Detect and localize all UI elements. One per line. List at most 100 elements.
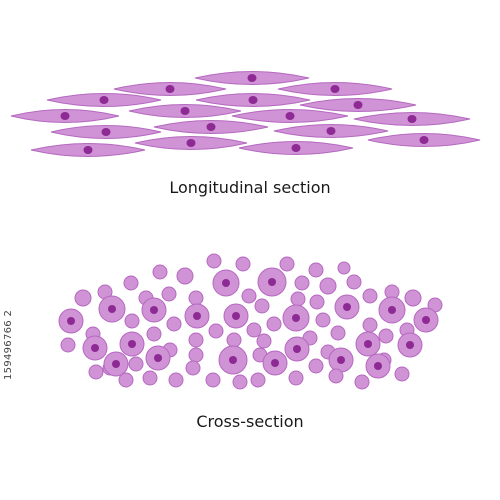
spindle-cell [10,109,120,123]
spindle-cell [46,93,162,107]
spindle-cell [238,141,354,155]
cell-nucleus [337,356,345,364]
cell-nucleus [108,305,116,313]
cell-nucleus [293,345,301,353]
spindle-cell [134,136,248,150]
cross-cell [168,372,184,388]
cross-cell [241,288,257,304]
cell-nucleus [419,136,429,144]
cross-cell [362,288,378,304]
spindle-cell [273,124,389,138]
cross-cell [128,356,144,372]
cross-cell [404,289,422,307]
cross-cell-with-nucleus [184,303,210,329]
cell-nucleus [60,112,70,120]
cross-cell-with-nucleus [355,331,381,357]
cross-cell [208,323,224,339]
cross-cell [288,370,304,386]
cell-nucleus [193,312,201,320]
cell-nucleus [271,359,279,367]
spindle-cell [367,133,481,147]
cross-cell [206,253,222,269]
cross-cell-with-nucleus [284,336,310,362]
longitudinal-section-label: Longitudinal section [169,178,331,197]
cross-cell [246,322,262,338]
cell-nucleus [364,340,372,348]
cross-cell [232,374,248,390]
spindle-cell [50,125,162,139]
cell-nucleus [206,123,216,131]
cross-cell [378,328,394,344]
cross-cell [315,312,331,328]
cross-cell [60,337,76,353]
spindle-cell [353,112,471,126]
spindle-cell [30,143,146,157]
spindle-cell [277,82,393,96]
cross-cell [337,261,351,275]
cross-cell [330,325,346,341]
cell-nucleus [112,360,120,368]
cross-cell-with-nucleus [378,296,406,324]
cell-nucleus [232,312,240,320]
cross-cell-with-nucleus [328,347,354,373]
cross-cell [354,374,370,390]
cross-cell [309,294,325,310]
cell-nucleus [292,314,300,322]
cell-nucleus [248,96,258,104]
cross-cell [346,274,362,290]
cell-nucleus [180,107,190,115]
cell-nucleus [101,128,111,136]
cell-nucleus [343,303,351,311]
cross-cell [161,286,177,302]
spindle-cell [128,104,242,118]
cell-nucleus [388,306,396,314]
spindle-cell [299,98,417,112]
cross-cell-with-nucleus [257,267,287,297]
cross-cell-with-nucleus [82,335,108,361]
cell-nucleus [99,96,109,104]
cross-cell [142,370,158,386]
longitudinal-section-cells [10,71,481,157]
cross-cell-with-nucleus [282,304,310,332]
spindle-cell [113,82,227,96]
spindle-cell [195,93,311,107]
cross-cell [176,267,194,285]
spindle-cell [194,71,310,85]
cell-nucleus [330,85,340,93]
cell-nucleus [91,344,99,352]
cross-cell [279,256,295,272]
cell-nucleus [422,316,430,324]
cross-cell-with-nucleus [119,331,145,357]
cross-cell-with-nucleus [413,307,439,333]
cell-nucleus [229,356,237,364]
cell-nucleus [165,85,175,93]
cross-cell-with-nucleus [365,353,391,379]
cell-nucleus [291,144,301,152]
cell-nucleus [407,115,417,123]
cross-cell [188,332,204,348]
cell-nucleus [268,278,276,286]
cell-nucleus [326,127,336,135]
cell-nucleus [150,306,158,314]
cross-cell [290,291,306,307]
cross-cell [294,275,310,291]
cross-cell [188,290,204,306]
cell-nucleus [154,354,162,362]
cross-cell [308,262,324,278]
cross-section-cells [58,253,443,390]
cross-cell [254,298,270,314]
cross-cell [308,358,324,374]
cross-cell [328,368,344,384]
cross-cell [226,332,242,348]
cell-nucleus [247,74,257,82]
cross-cell [185,360,201,376]
cross-cell [250,372,266,388]
cross-cell [152,264,168,280]
cross-section-label: Cross-section [196,412,304,431]
cell-nucleus [353,101,363,109]
cross-cell [146,326,162,342]
cross-cell [266,316,282,332]
spindle-cell [153,120,269,134]
cross-cell [205,372,221,388]
